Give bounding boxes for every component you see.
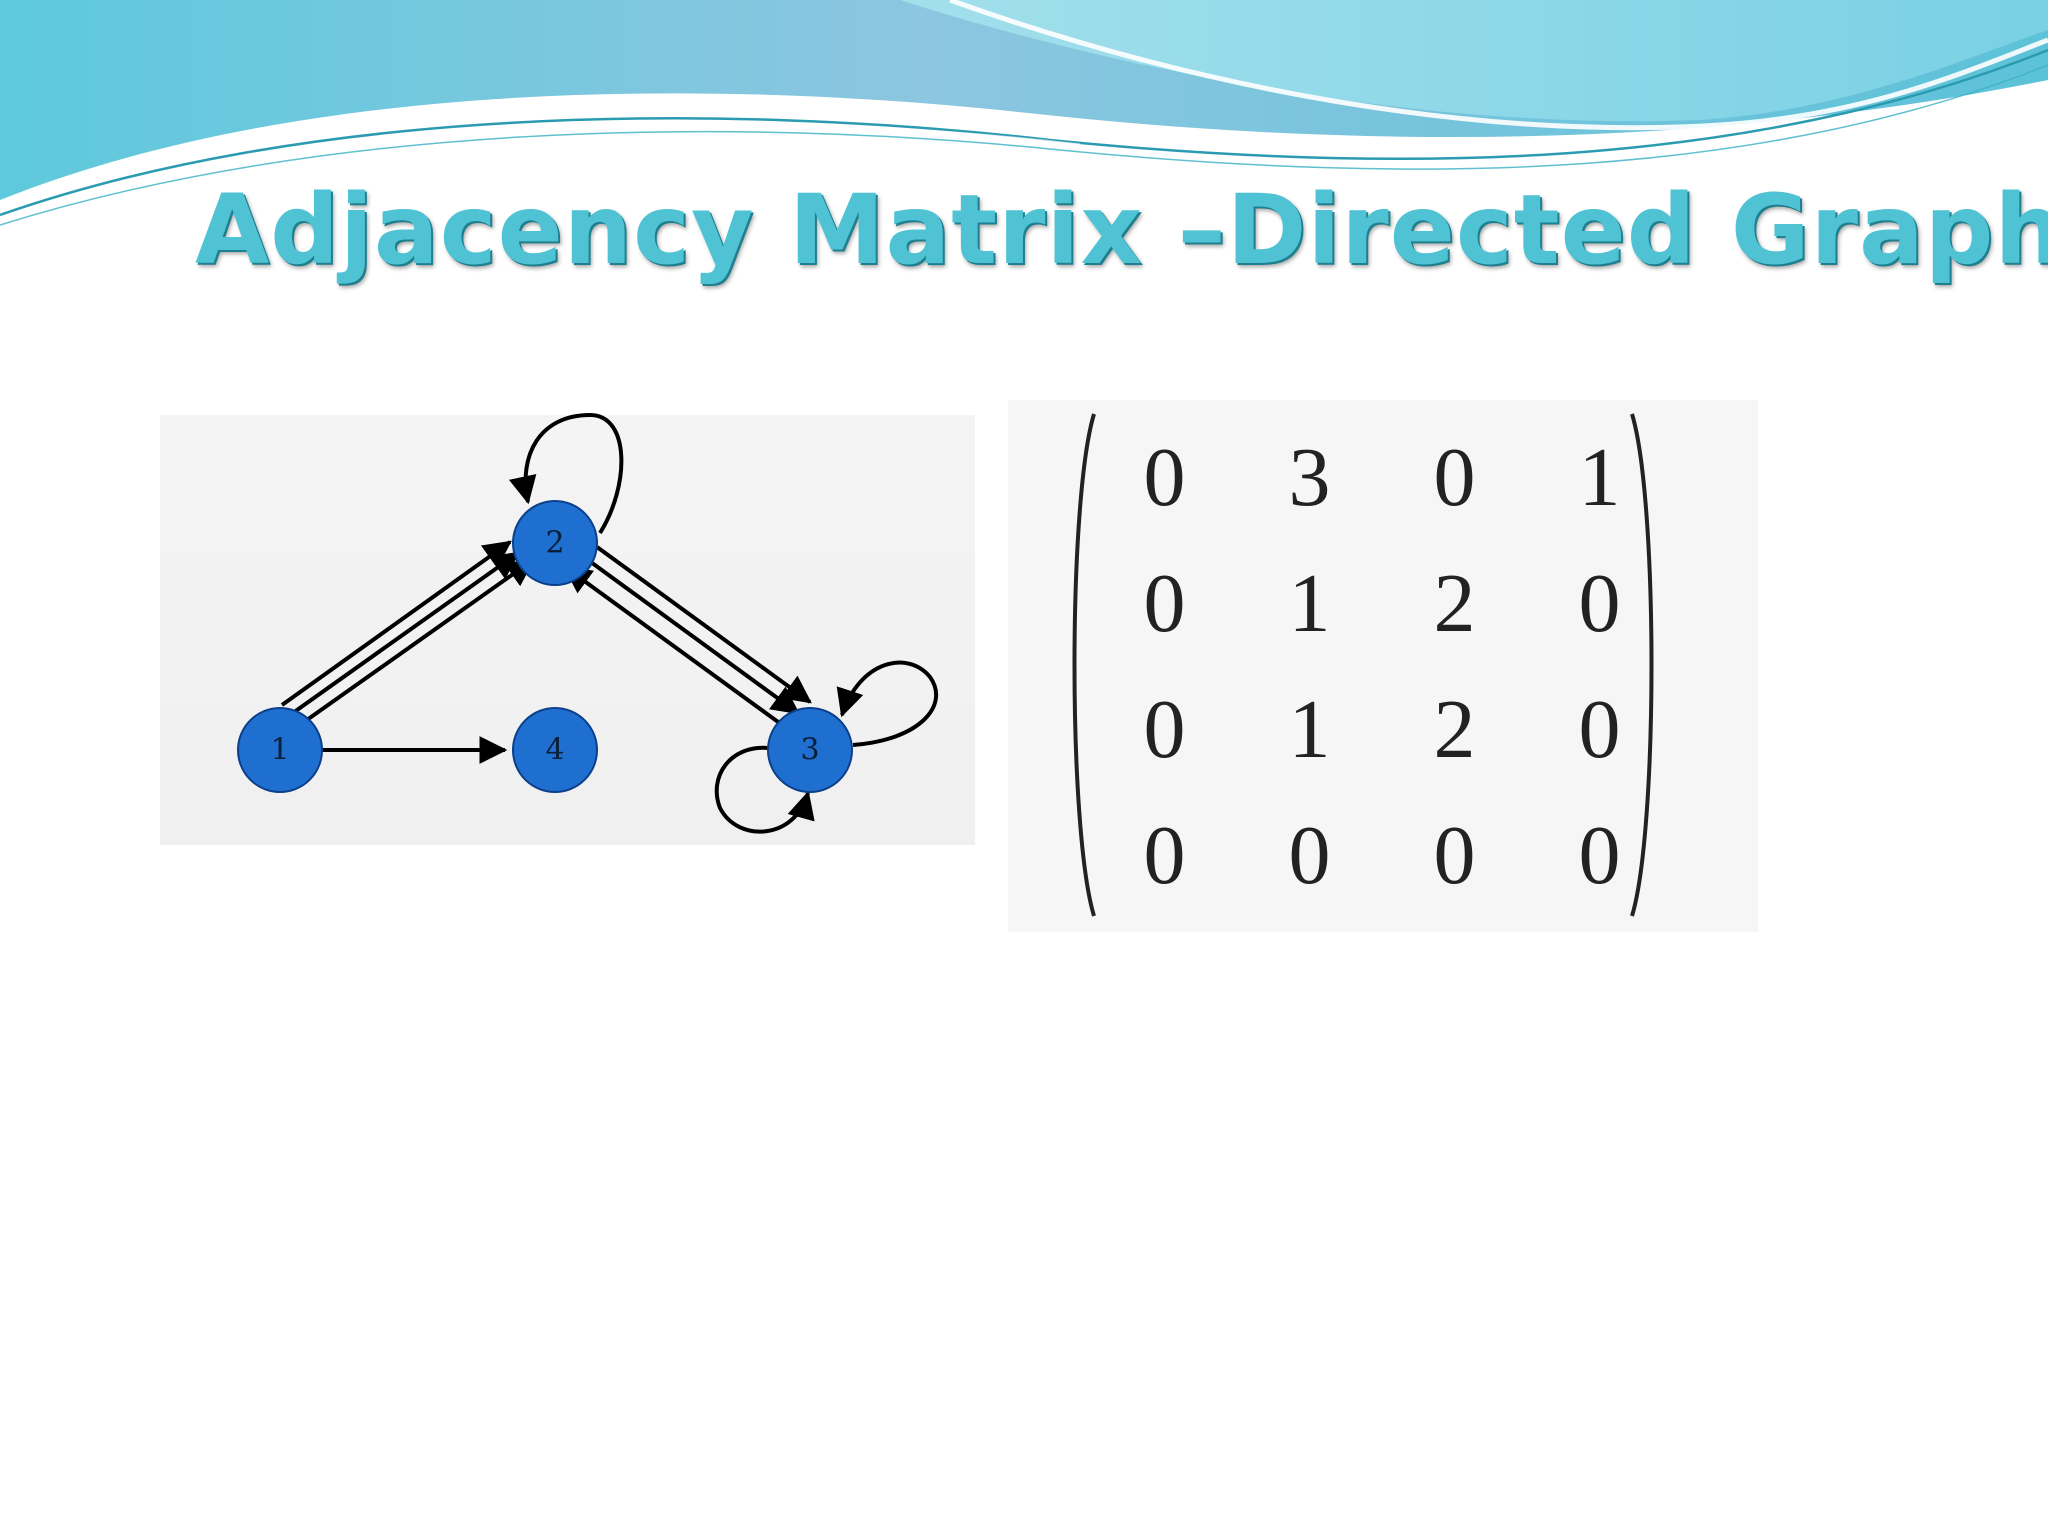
node-4-label: 4 — [545, 733, 564, 768]
edge-1-2-b — [288, 551, 520, 717]
graph-node-2: 2 — [512, 500, 598, 586]
node-3-circle — [767, 707, 853, 793]
node-2-label: 2 — [545, 526, 564, 561]
graph-node-1: 1 — [237, 707, 323, 793]
self-loop-3-bottom — [714, 745, 815, 834]
self-loop-3-right — [836, 660, 939, 747]
header-wave-decoration — [0, 0, 2048, 226]
matrix-cell: 3 — [1288, 430, 1331, 524]
matrix-cell: 0 — [1578, 556, 1621, 650]
node-1-circle — [237, 707, 323, 793]
node-4-circle — [512, 707, 598, 793]
node-2-circle — [512, 500, 598, 586]
adjacency-matrix: 0 3 0 1 0 1 2 0 0 1 2 0 0 0 0 0 — [1008, 400, 1758, 932]
self-loop-2 — [508, 412, 624, 535]
graph-svg: 1 2 3 4 — [237, 412, 939, 834]
matrix-left-bracket — [1072, 413, 1096, 917]
matrix-cell: 0 — [1143, 682, 1186, 776]
matrix-cell: 2 — [1433, 682, 1476, 776]
matrix-cell: 1 — [1578, 430, 1621, 524]
matrix-cell: 0 — [1578, 808, 1621, 902]
graph-node-3: 3 — [767, 707, 853, 793]
matrix-cell: 0 — [1143, 430, 1186, 524]
edge-3-2 — [563, 565, 787, 729]
matrix-cell: 2 — [1433, 556, 1476, 650]
matrix-cell: 0 — [1143, 556, 1186, 650]
node-3-label: 3 — [800, 733, 819, 768]
matrix-cell: 0 — [1433, 430, 1476, 524]
matrix-cell: 0 — [1433, 808, 1476, 902]
edge-1-2-a — [280, 540, 512, 707]
matrix-cell: 1 — [1288, 682, 1331, 776]
graph-node-4: 4 — [512, 707, 598, 793]
edge-2-3-b — [586, 558, 800, 715]
matrix-cell: 0 — [1578, 682, 1621, 776]
matrix-cell: 0 — [1143, 808, 1186, 902]
matrix-right-bracket — [1630, 413, 1654, 917]
graph-diagram: 1 2 3 4 — [160, 412, 975, 845]
matrix-cell: 1 — [1288, 556, 1331, 650]
node-1-label: 1 — [270, 733, 289, 768]
matrix-grid: 0 3 0 1 0 1 2 0 0 1 2 0 0 0 0 0 — [1092, 414, 1672, 918]
edge-2-3-a — [595, 545, 812, 704]
matrix-cell: 0 — [1288, 808, 1331, 902]
slide-title: Adjacency Matrix –Directed Graph — [195, 174, 2048, 286]
edge-1-2-c — [302, 558, 535, 724]
